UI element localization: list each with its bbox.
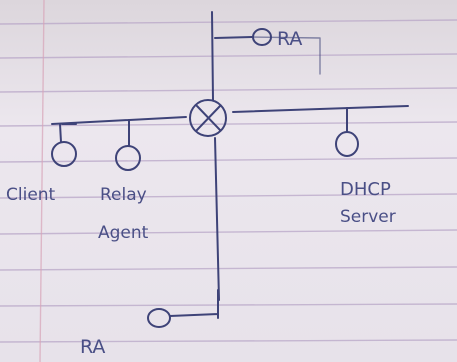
relay-agent-label-line2: Agent	[98, 223, 149, 243]
relay-agent-label-line1: Relay	[100, 185, 147, 205]
dhcp-label-line2: Server	[340, 207, 396, 227]
relay-agent-icon	[115, 145, 141, 171]
client-icon	[51, 141, 77, 167]
dhcp-label-line1: DHCP	[340, 179, 391, 200]
ra-top-bracket	[251, 36, 321, 75]
client-label: Client	[6, 185, 56, 205]
margin-line	[39, 0, 45, 362]
router-icon	[189, 99, 227, 137]
notebook-rules	[0, 19, 457, 343]
ra-bottom-label: RA	[80, 336, 105, 358]
dhcp-server-icon	[335, 131, 359, 157]
lan-line	[51, 105, 409, 125]
client-drop	[59, 123, 77, 143]
ra-bottom-icon	[147, 308, 171, 328]
backbone-line	[211, 11, 220, 301]
ra-top-label: RA	[277, 28, 302, 50]
ra-top-link	[214, 36, 253, 39]
ra-bottom-link	[169, 289, 219, 319]
